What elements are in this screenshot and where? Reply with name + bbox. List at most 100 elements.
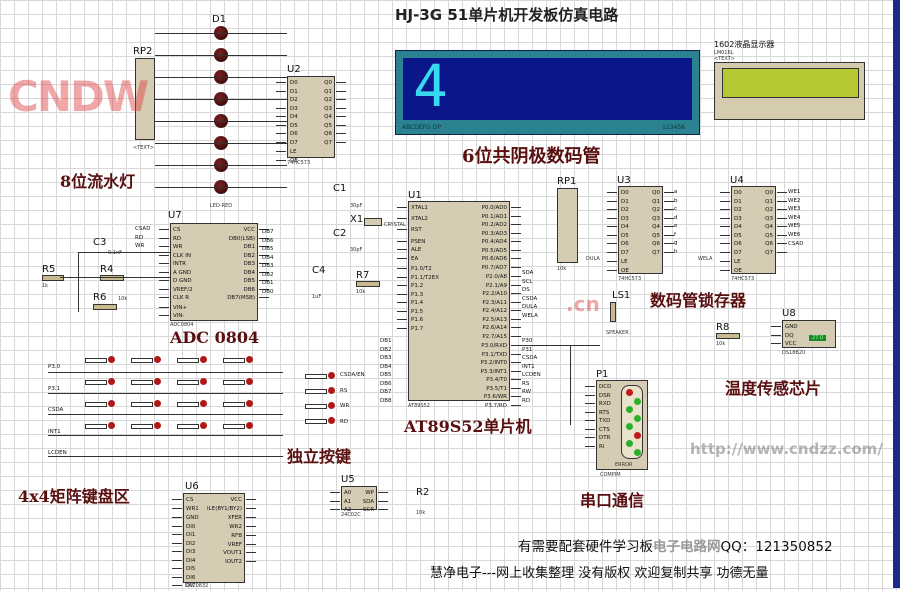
- keypad-button[interactable]: [223, 422, 253, 429]
- net-label: DB6: [262, 237, 274, 244]
- u2-part: 74HC573: [287, 160, 311, 166]
- seven-segment-display[interactable]: 4 ABCDEFG DP 123456: [395, 50, 700, 135]
- pin-label: P3.6/WR: [480, 394, 521, 402]
- keypad-button[interactable]: [223, 400, 253, 407]
- pin-label: P0.6/AD6: [481, 256, 521, 262]
- ref-C4: C4: [312, 265, 326, 276]
- ref-R6: R6: [93, 292, 107, 303]
- pin-label: P2.7/A15: [482, 333, 521, 340]
- pin-label: PSEN: [396, 239, 439, 247]
- pin-label: CLK R: [159, 295, 193, 303]
- resistor-pack-rp2[interactable]: [135, 58, 155, 140]
- resistor-r4[interactable]: [100, 275, 124, 281]
- keypad-button[interactable]: [85, 378, 115, 385]
- u8-part: DS18B20: [782, 350, 806, 356]
- net-label: WELA: [522, 312, 538, 319]
- pin-label: P1.1/T2EX: [396, 274, 440, 281]
- crystal-x1[interactable]: [364, 218, 382, 226]
- resistor-r5[interactable]: [42, 275, 64, 281]
- footer-qq: QQ：121350852: [720, 539, 833, 555]
- push-button[interactable]: [305, 402, 335, 409]
- u6-part: DAC0832: [185, 583, 209, 589]
- net-label: DB3: [380, 355, 392, 361]
- pin-label: Q5: [765, 232, 787, 239]
- keypad-button[interactable]: [177, 378, 207, 385]
- lcd-module[interactable]: [714, 62, 865, 120]
- net-label: DB3: [262, 263, 274, 269]
- keypad-button[interactable]: [85, 356, 115, 363]
- connector-pin-icon: [626, 389, 633, 396]
- push-button[interactable]: [305, 372, 335, 379]
- net-label: DULA: [522, 304, 538, 310]
- pin-label: DTR: [584, 435, 611, 441]
- common-pin-labels: 123456: [662, 124, 685, 131]
- pin-label: Q4: [652, 224, 674, 230]
- net-label: a: [674, 189, 678, 195]
- ref-U2: U2: [287, 64, 301, 75]
- c1-value: 30pF: [350, 203, 363, 209]
- net-label: WR: [135, 243, 145, 249]
- pin-label: DI3: [172, 549, 199, 557]
- keypad-button[interactable]: [131, 356, 161, 363]
- keypad-button[interactable]: [85, 422, 115, 429]
- resistor-r8[interactable]: [716, 333, 740, 339]
- resistor-r6[interactable]: [93, 304, 117, 310]
- pin-label: CS: [159, 227, 193, 235]
- pin-label: Q2: [765, 207, 787, 213]
- pin-label: Q7: [324, 139, 346, 146]
- keypad-button[interactable]: [177, 400, 207, 407]
- push-button[interactable]: [305, 387, 335, 394]
- pin-label: D0: [607, 190, 629, 196]
- pin-label: D GND: [159, 278, 192, 284]
- pin-label: DI5: [172, 566, 199, 574]
- wire: [520, 345, 600, 346]
- resistor-r7[interactable]: [356, 281, 380, 287]
- keypad-button[interactable]: [131, 400, 161, 407]
- wire: [155, 165, 287, 166]
- keypad-button[interactable]: [131, 422, 161, 429]
- pin-label: Q7: [652, 249, 674, 256]
- keypad-button[interactable]: [131, 378, 161, 385]
- pin-label: D0: [720, 190, 742, 196]
- pin-label: D7: [276, 139, 298, 146]
- pin-label: Q3: [652, 215, 674, 222]
- net-label: INT1: [522, 363, 535, 370]
- pin-label: VOUT1: [207, 550, 256, 558]
- net-label: SCL: [522, 278, 533, 285]
- keypad-button[interactable]: [85, 400, 115, 407]
- temp-caption: 温度传感芯片: [725, 379, 822, 398]
- net-label: WE2: [788, 197, 801, 204]
- net-label: RW: [522, 389, 532, 395]
- keypad-button[interactable]: [223, 356, 253, 363]
- wire: [78, 252, 170, 253]
- keypad-caption: 4x4矩阵键盘区: [18, 487, 130, 506]
- net-label: LCDEN: [48, 450, 67, 456]
- keypad-button[interactable]: [177, 422, 207, 429]
- pin-label: A GND: [159, 269, 192, 276]
- pin-label: P3.3/INT1: [480, 368, 521, 375]
- keypad-button[interactable]: [177, 356, 207, 363]
- push-button[interactable]: [305, 417, 335, 424]
- resistor-pack-rp1[interactable]: [557, 188, 578, 263]
- net-label: WE5: [788, 223, 801, 229]
- wire: [155, 187, 287, 188]
- pin-label: Q6: [652, 241, 674, 247]
- keypad-button[interactable]: [223, 378, 253, 385]
- pin-label: DB3: [227, 261, 269, 269]
- pin-label: D5: [276, 122, 298, 129]
